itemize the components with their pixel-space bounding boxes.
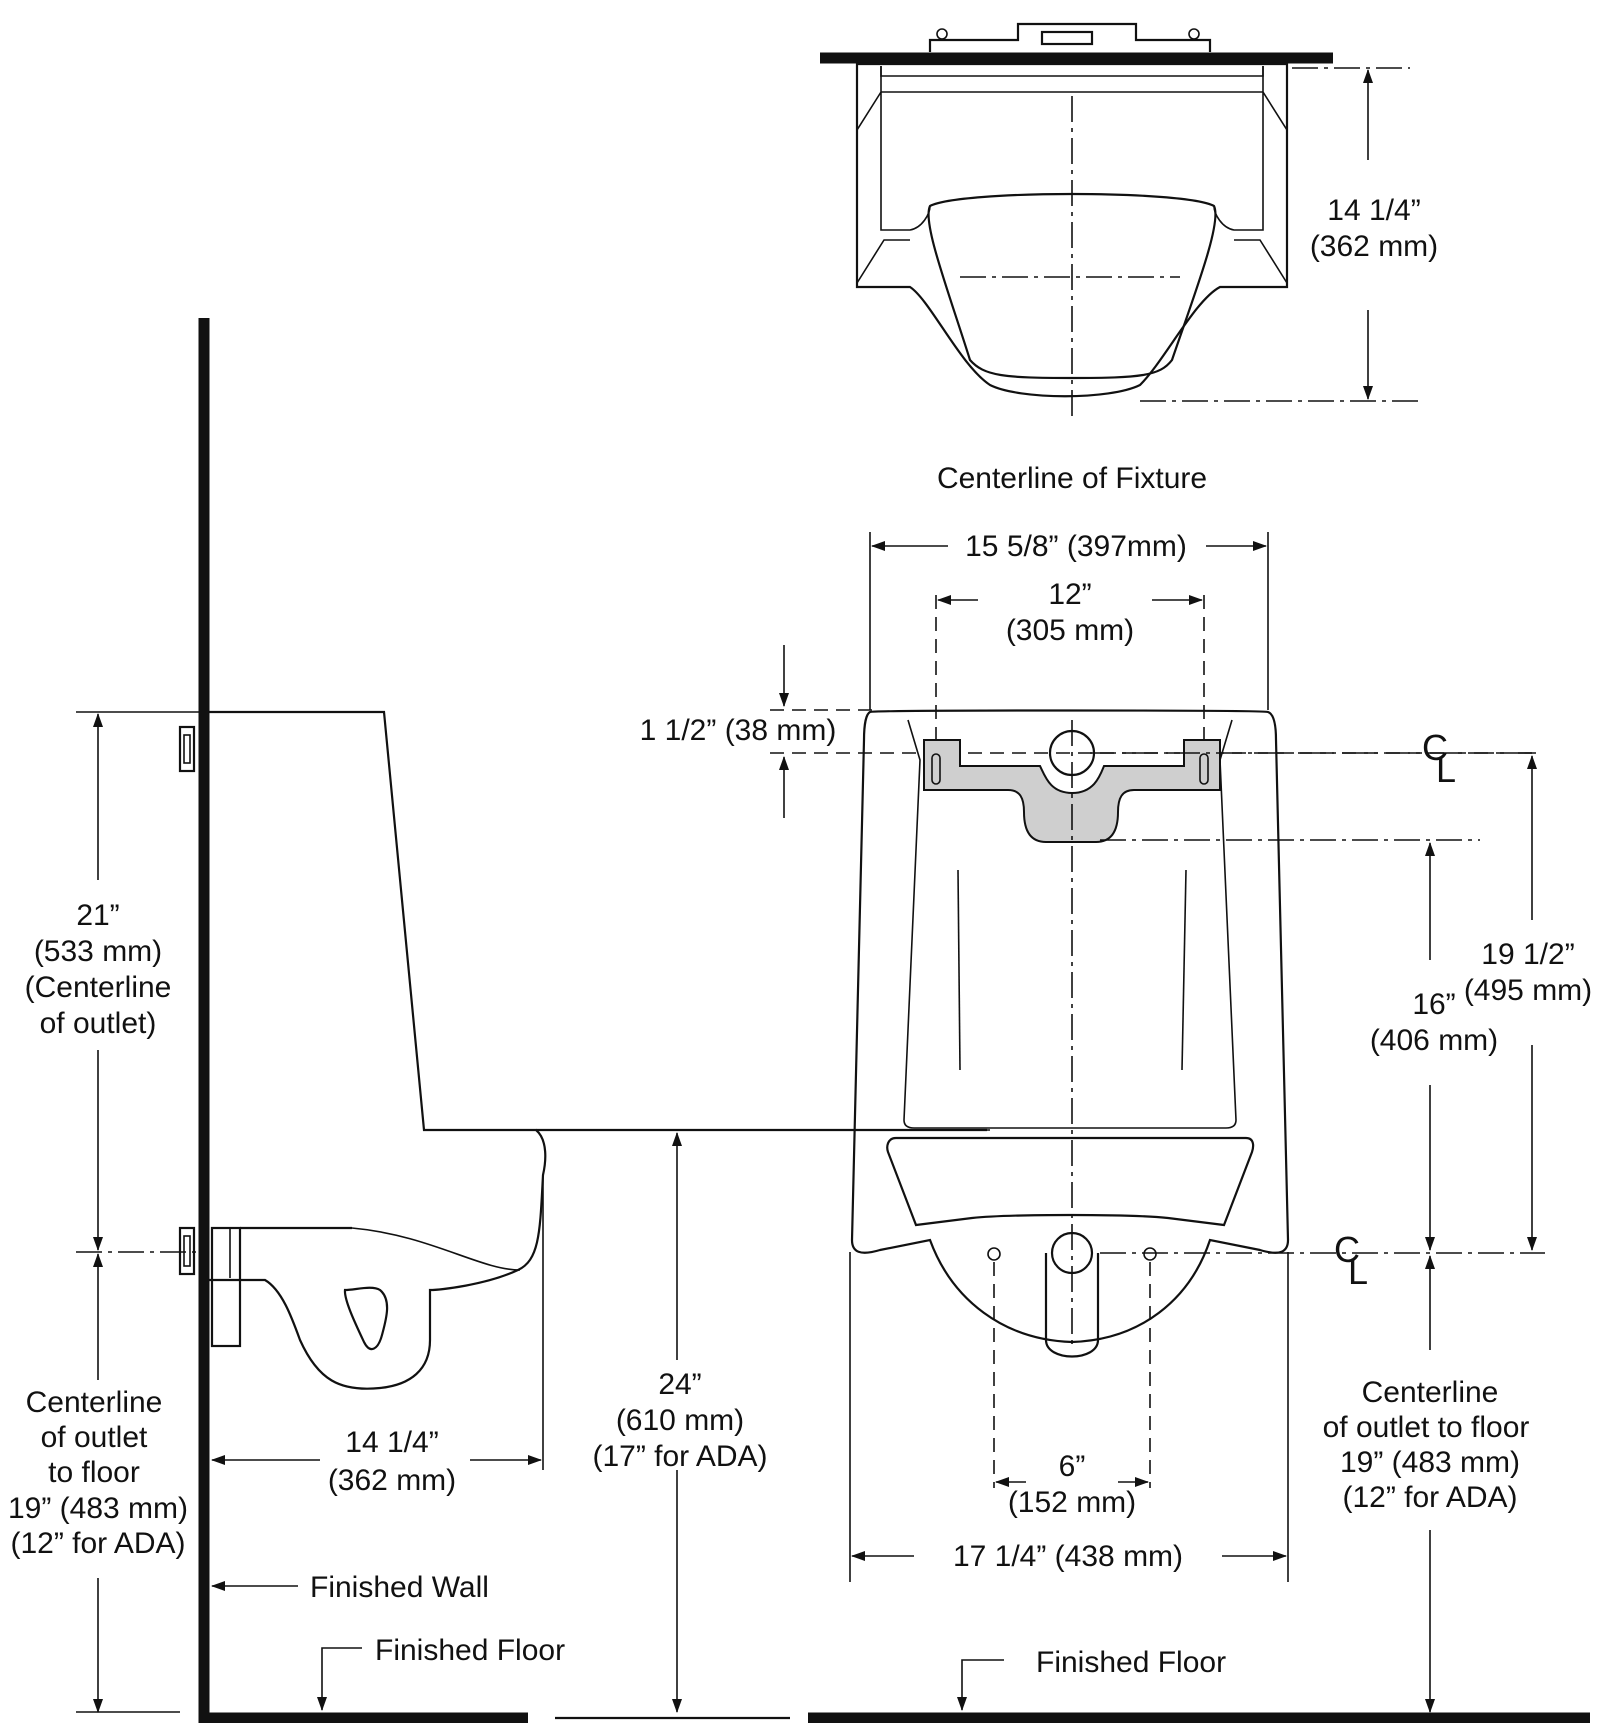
front-finished-floor-leader [957,1659,1004,1711]
side-flush-spud [178,725,196,773]
front-view: 15 5/8” (397mm) 12” (305 mm) 1 1/2” (38 … [640,530,1592,1723]
front-drip-line-left [957,869,961,1071]
front-cl-symbol-lower-sub: L [1348,1251,1368,1292]
side-outlet-floor-line-1: Centerline [26,1386,163,1419]
side-height-line-2: (533 mm) [34,935,162,968]
side-height-line-4: of outlet) [40,1007,157,1040]
top-plan-view: 14 1/4” (362 mm) Centerline of Fixture [820,22,1438,495]
front-offset-dim: 1 1/2” (38 mm) [640,714,837,747]
front-bolt-dim-mm: (152 mm) [1008,1486,1136,1519]
plan-inner-top [880,66,1264,93]
side-finished-floor-leader [317,1647,362,1711]
side-outlet-floor-line-3: to floor [48,1456,140,1489]
front-bracket-slot-right [1199,753,1209,785]
side-finished-floor-label: Finished Floor [375,1634,565,1667]
front-bolt-dim-in: 6” [1059,1450,1086,1483]
plan-flush-valve-cap [1040,30,1094,46]
plan-right-wing [1213,66,1288,284]
front-16-dim-mm: (406 mm) [1370,1024,1498,1057]
front-1912-dim-in: 19 1/2” [1481,938,1574,971]
side-outlet-trap [343,1286,389,1351]
side-bowl-inner [351,1227,521,1271]
front-fixture-outline [850,709,1290,1344]
side-outlet-stub-inner [183,1235,191,1267]
front-bracket-slot-left [931,753,941,785]
plan-depth-dim-in: 14 1/4” [1327,194,1420,227]
front-outlet-floor-line-1: Centerline [1362,1376,1499,1409]
front-16-dim-in: 16” [1412,988,1455,1021]
front-width-top-dim: 15 5/8” (397mm) [965,530,1187,563]
side-fixture-profile [208,710,547,1390]
side-rim-height-mm: (610 mm) [616,1404,744,1437]
side-outlet-floor-line-4: 19” (483 mm) [8,1492,188,1525]
front-cl-symbol-upper: C [1422,727,1448,768]
front-lower-shield [886,1136,1255,1227]
side-projection-mm: (362 mm) [328,1464,456,1497]
plan-flush-valve [928,22,1212,52]
side-rim-height-in: 24” [658,1368,701,1401]
side-outlet-floor-line-2: of outlet [41,1421,148,1454]
front-outlet-floor-line-2: of outlet to floor [1323,1411,1530,1444]
front-drip-line-right [1181,869,1187,1071]
front-outlet-floor-line-3: 19” (483 mm) [1340,1446,1520,1479]
side-outlet-floor-line-5: (12” for ADA) [10,1527,185,1560]
side-flush-spud-inner [183,734,191,764]
front-outlet-floor-line-4: (12” for ADA) [1342,1481,1517,1514]
finished-wall-label: Finished Wall [310,1571,489,1604]
plan-nut-right [1188,28,1200,40]
plan-left-wing [856,66,931,284]
front-inner-panel [903,719,1237,1129]
side-height-line-1: 21” [76,899,119,932]
front-finished-floor-label: Finished Floor [1036,1646,1226,1679]
side-height-line-3: (Centerline [25,971,172,1004]
front-bolt-right [1143,1247,1157,1261]
front-overall-width: 17 1/4” (438 mm) [953,1540,1183,1573]
side-outlet-body [210,1226,242,1348]
plan-nut-left [936,28,948,40]
front-cl-symbol-upper-sub: L [1436,749,1456,790]
side-rim-height-ada: (17” for ADA) [592,1440,767,1473]
side-outlet-stub [178,1226,196,1276]
side-view: 21” (533 mm) (Centerline of outlet) Cent… [8,318,987,1723]
front-bracket-dim-in: 12” [1048,578,1091,611]
front-outlet-trap [1044,1253,1100,1358]
side-projection-in: 14 1/4” [345,1426,438,1459]
front-bolt-left [987,1247,1001,1261]
plan-bowl [927,192,1217,380]
plan-depth-dim-mm: (362 mm) [1310,230,1438,263]
front-bracket-dim-mm: (305 mm) [1006,614,1134,647]
front-cl-symbol-lower: C [1334,1229,1360,1270]
centerline-of-fixture-label: Centerline of Fixture [937,462,1207,495]
front-1912-dim-mm: (495 mm) [1464,974,1592,1007]
